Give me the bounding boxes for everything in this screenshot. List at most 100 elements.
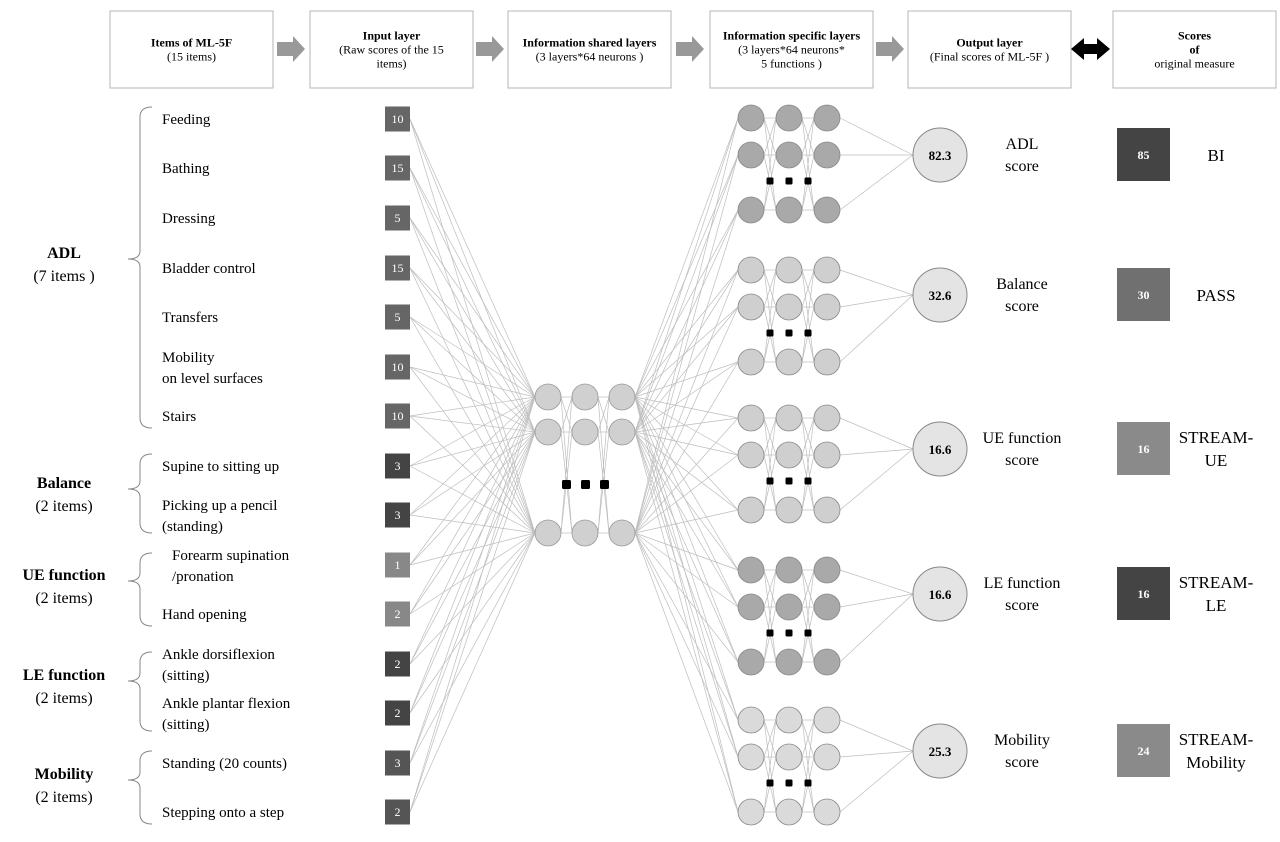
specific-connection (801, 719, 815, 813)
group-count: (2 items) (35, 690, 92, 707)
input-square (385, 750, 410, 776)
input-square (385, 354, 410, 380)
specific-connection (801, 417, 815, 511)
header-box-0: Items of ML-5F(15 items) (109, 10, 274, 89)
specific-neuron (775, 104, 803, 132)
input-connection (409, 532, 536, 615)
shared-neuron (608, 418, 636, 446)
input-square (385, 304, 410, 330)
original-name: PASS (1196, 286, 1235, 305)
specific-neuron (813, 104, 841, 132)
shared-to-specific-connection (634, 396, 739, 456)
item-label: Hand opening (162, 607, 247, 623)
original-name: Mobility (1186, 753, 1246, 772)
item-4: Transfers (162, 310, 218, 326)
shared-connection (597, 396, 610, 433)
specific-connection (801, 269, 815, 308)
ellipsis-dot-icon (804, 779, 812, 787)
specific-block-0 (737, 104, 841, 224)
group-count: (2 items) (35, 498, 92, 515)
specific-block-2 (737, 404, 841, 524)
item-label: Feeding (162, 112, 211, 128)
specific-connection (801, 719, 815, 758)
output-connection (839, 593, 914, 608)
shared-neuron (608, 519, 636, 547)
specific-neuron (775, 496, 803, 524)
output-value: 82.3 (929, 148, 952, 163)
input-connection (409, 118, 536, 433)
item-6: Stairs (162, 409, 196, 425)
ellipsis-dot-icon (804, 477, 812, 485)
specific-neuron (775, 196, 803, 224)
item-label: Supine to sitting up (162, 459, 279, 475)
input-score: 2 (395, 706, 401, 720)
input-score: 15 (392, 261, 404, 275)
input-connection (409, 431, 536, 516)
output-value: 16.6 (929, 442, 952, 457)
output-connection (839, 269, 914, 296)
specific-connection (763, 417, 777, 456)
specific-connection (801, 569, 815, 608)
header-text: Input layer (363, 29, 421, 43)
item-13: Standing (20 counts) (162, 756, 287, 772)
input-score: 3 (395, 508, 401, 522)
shared-to-specific-connection (634, 306, 739, 398)
specific-connection (763, 719, 777, 758)
input-connection (409, 396, 536, 665)
flow-arrow-icon (876, 36, 904, 62)
input-connection (409, 415, 536, 534)
input-score: 2 (395, 657, 401, 671)
header-box-frame (507, 10, 672, 89)
shared-connection (560, 396, 573, 534)
original-value: 30 (1138, 288, 1150, 302)
specific-neuron (775, 348, 803, 376)
output-label: Mobility (994, 732, 1050, 749)
specific-neuron (775, 798, 803, 826)
shared-to-specific-connection (634, 396, 739, 663)
output-connection (839, 448, 914, 456)
input-score: 15 (392, 161, 404, 175)
input-connection (409, 366, 536, 433)
input-square (385, 799, 410, 825)
shared-to-specific-connection (634, 396, 739, 511)
ellipsis-dot-icon (766, 477, 774, 485)
shared-to-specific-connection (634, 396, 739, 608)
group-name: UE function (22, 567, 105, 584)
output-connection (839, 294, 914, 363)
input-connection (409, 217, 536, 433)
specific-neuron (775, 441, 803, 469)
specific-connection (801, 117, 815, 156)
header-box-4: Output layer(Final scores of ML-5F ) (907, 10, 1072, 89)
output-label: UE function (983, 430, 1062, 447)
input-neuron-2: 5 (385, 205, 410, 231)
shared-connection (597, 396, 610, 534)
input-connection (409, 396, 536, 516)
specific-neuron (813, 496, 841, 524)
flow-arrow-icon (277, 36, 305, 62)
output-circle (912, 267, 968, 323)
item-9: Forearm supination/pronation (172, 548, 290, 585)
output-connection (839, 294, 914, 308)
input-connection (409, 396, 536, 714)
input-connection (409, 415, 536, 433)
header-text: of (1190, 43, 1201, 57)
input-square (385, 155, 410, 181)
header-box-3: Information specific layers(3 layers*64 … (709, 10, 874, 89)
output-circle (912, 723, 968, 779)
input-square (385, 205, 410, 231)
brace-icon (127, 106, 153, 429)
group-count: (2 items) (35, 590, 92, 607)
shared-to-specific-connection (634, 532, 739, 571)
input-connection (409, 396, 536, 813)
specific-neuron (813, 556, 841, 584)
input-connection (409, 532, 536, 665)
output-label: score (1005, 754, 1039, 771)
input-neuron-5: 10 (385, 354, 410, 380)
shared-connection (560, 396, 573, 433)
shared-neuron (571, 383, 599, 411)
